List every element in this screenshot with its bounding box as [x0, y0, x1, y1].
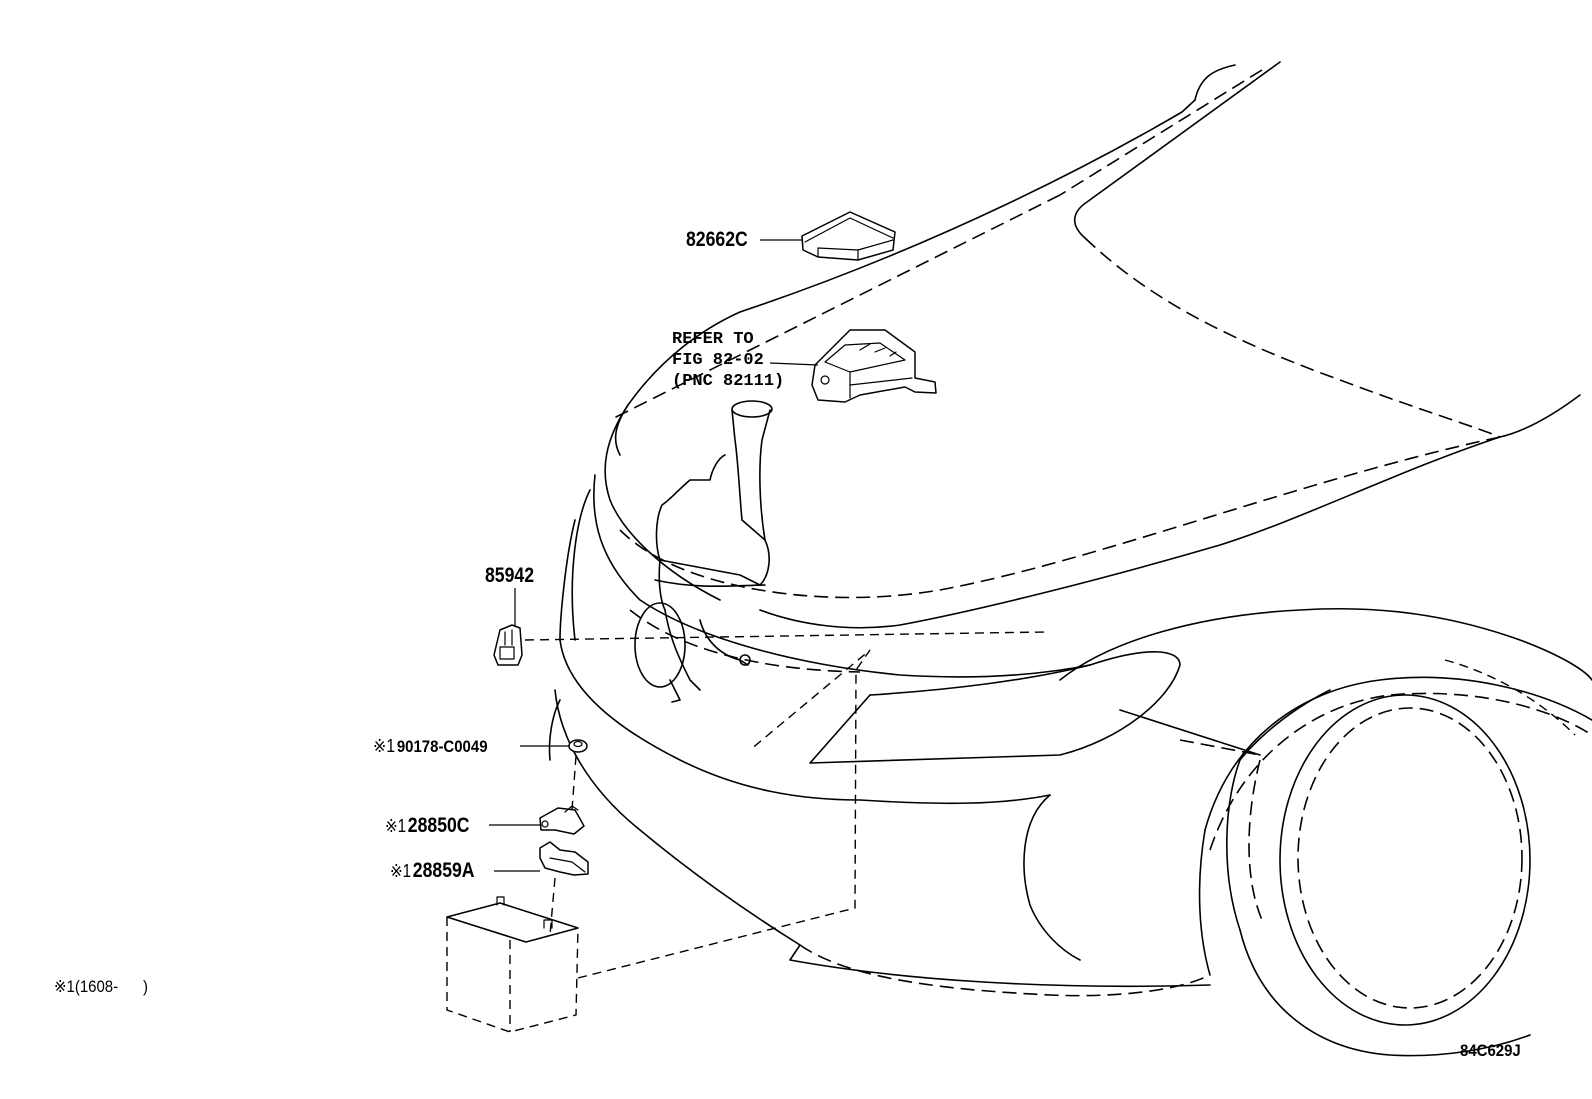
bracket-28859a-illustration	[539, 841, 589, 876]
part-label-82662c[interactable]: 82662C	[686, 228, 748, 251]
part-number-90178-c0049[interactable]: 90178-C0049	[396, 737, 488, 756]
note-mark: ※1	[390, 861, 412, 881]
part-label-28859a[interactable]: ※128859A	[390, 860, 475, 881]
note-mark: ※1	[385, 816, 407, 836]
nut-illustration	[568, 739, 588, 753]
bracket-28850c-illustration	[539, 805, 585, 835]
part-number-28859a[interactable]: 28859A	[412, 859, 475, 882]
battery-illustration	[446, 896, 579, 1033]
part-number-28850c[interactable]: 28850C	[407, 814, 470, 837]
refer-label-line2[interactable]: FIG 82-02	[672, 351, 764, 370]
sensor-illustration	[493, 624, 523, 666]
relay-box-cover-illustration	[801, 211, 896, 261]
refer-label-line1: REFER TO	[672, 330, 754, 349]
note-mark: ※1	[373, 736, 396, 756]
part-label-28850c[interactable]: ※128850C	[385, 815, 470, 836]
footnote-applicability: ※1(1608- )	[54, 977, 149, 996]
washer-reservoir-illustration	[634, 400, 773, 703]
refer-label-line3[interactable]: (PNC 82111)	[672, 372, 785, 391]
figure-code: 84C629J	[1460, 1041, 1521, 1060]
leader-lines	[489, 239, 1046, 979]
relay-block-illustration	[811, 329, 937, 403]
car-body-outline	[548, 61, 1592, 1057]
part-label-85942[interactable]: 85942	[485, 564, 535, 587]
